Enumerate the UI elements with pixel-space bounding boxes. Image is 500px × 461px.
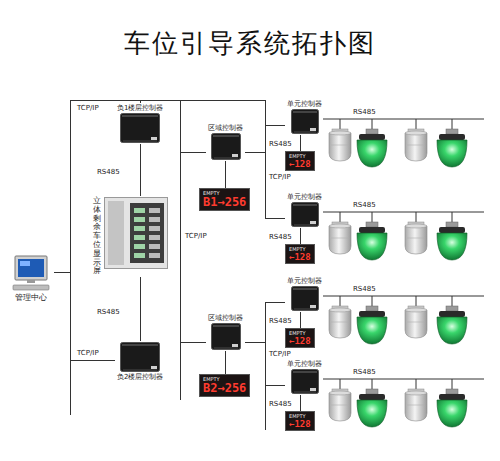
controller-device: [211, 133, 241, 160]
controller-device: [211, 323, 241, 350]
led-status-text: EMPTY: [289, 246, 306, 252]
node-label: 单元控制器: [287, 277, 322, 285]
controller-node: 区域控制器: [206, 313, 245, 351]
display-screen-illustration: [104, 197, 168, 269]
controller-device: [291, 109, 319, 134]
display-screen: 立体剩余车位显示屏: [91, 196, 170, 277]
led-display: EMPTY←128: [285, 328, 315, 348]
led-status-text: EMPTY: [289, 153, 306, 159]
connector-line: [300, 228, 301, 244]
node-label: 区域控制器: [208, 314, 243, 322]
node-label: 负1楼层控制器: [117, 104, 163, 112]
management-center: 管理中心: [8, 254, 54, 304]
bus-label: RS485: [352, 108, 377, 116]
controller-node: 单元控制器: [285, 99, 324, 135]
bus-label: RS485: [268, 233, 293, 241]
connector-line: [140, 277, 141, 341]
node-label: 管理中心: [15, 293, 47, 303]
node-label: 单元控制器: [287, 360, 322, 368]
controller-device: [120, 342, 160, 372]
controller-node: 单元控制器: [285, 192, 324, 228]
connector-label: RS485: [96, 168, 121, 176]
connector-line: [54, 100, 206, 272]
controller-node: 负2楼层控制器: [115, 341, 165, 382]
connector-line: [54, 100, 206, 342]
connector-line: [300, 135, 301, 151]
led-count-text: B1→256: [203, 196, 246, 209]
controller-device: [291, 202, 319, 227]
bus-label: RS485: [352, 368, 377, 376]
connector-line: [245, 152, 285, 218]
led-display: EMPTYB2→256: [199, 374, 250, 397]
bus-label: RS485: [352, 201, 377, 209]
connector-line: [54, 272, 115, 360]
connector-line: [225, 161, 226, 188]
bus-label: TCP/IP: [76, 104, 100, 112]
controller-device: [291, 369, 319, 394]
controller-node: 单元控制器: [285, 276, 324, 312]
led-display: EMPTY←128: [285, 244, 315, 264]
led-status-text: EMPTY: [289, 330, 306, 336]
node-label: 负2楼层控制器: [117, 373, 163, 381]
node-label: 单元控制器: [287, 100, 322, 108]
led-count-text: ←128: [289, 336, 311, 346]
controller-node: 单元控制器: [285, 359, 324, 395]
led-count-text: ←128: [289, 419, 311, 429]
node-label: 区域控制器: [208, 124, 243, 132]
controller-device: [120, 113, 160, 143]
bus-label: RS485: [268, 140, 293, 148]
controller-node: 区域控制器: [206, 123, 245, 161]
led-count-text: ←128: [289, 159, 311, 169]
connector-line: [225, 351, 226, 374]
connector-label: RS485: [96, 308, 121, 316]
led-count-text: ←128: [289, 252, 311, 262]
bus-label: TCP/IP: [184, 232, 208, 240]
bus-label: TCP/IP: [268, 173, 292, 181]
node-label: 立体剩余车位显示屏: [93, 197, 101, 276]
bus-label: TCP/IP: [268, 350, 292, 358]
bus-label: RS485: [268, 400, 293, 408]
computer-icon: [10, 255, 52, 291]
led-display: EMPTYB1→256: [199, 188, 250, 211]
controller-node: 负1楼层控制器: [115, 103, 165, 144]
led-display: EMPTY←128: [285, 151, 315, 171]
bus-label: TCP/IP: [76, 349, 100, 357]
led-count-text: B2→256: [203, 382, 246, 395]
diagram-title: 车位引导系统拓扑图: [0, 26, 500, 61]
led-display: EMPTY←128: [285, 411, 315, 431]
connector-line: [245, 342, 285, 385]
connector-line: [140, 144, 141, 196]
led-status-text: EMPTY: [289, 413, 306, 419]
bus-label: RS485: [352, 285, 377, 293]
connector-line: [300, 395, 301, 411]
bus-label: RS485: [268, 317, 293, 325]
connector-line: [300, 312, 301, 328]
node-label: 单元控制器: [287, 193, 322, 201]
controller-device: [291, 286, 319, 311]
